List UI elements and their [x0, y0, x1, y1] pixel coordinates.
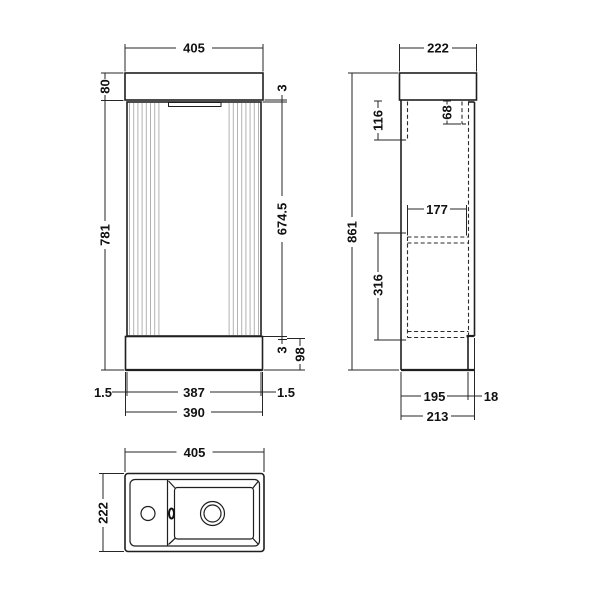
dim-side-overall-height: 861 — [344, 72, 399, 371]
front-door — [126, 101, 262, 337]
dim-plan-depth: 222 — [95, 473, 124, 552]
side-hidden-front-rail — [461, 101, 470, 336]
side-hidden-back-rail — [401, 101, 409, 141]
plan-waste-inner — [203, 504, 222, 523]
dim-side-back-rail-height: 116 — [370, 100, 406, 141]
dim-side-internal-height: 316 — [370, 232, 406, 341]
dim-front-carcass-width: 390 — [125, 372, 263, 420]
dim-front-door-height: 674.5 — [274, 102, 290, 337]
plan-basin-chamfers — [168, 480, 259, 545]
plan-view: 405 222 — [95, 444, 265, 553]
dim-label-front-bottom-gap: 3 — [275, 346, 290, 353]
dim-side-front-rail-height: 68 — [439, 100, 461, 125]
dim-label-plan-width: 405 — [184, 445, 206, 460]
dim-label-side-carcass-depth: 195 — [424, 389, 446, 404]
plan-overflow-slot — [168, 507, 175, 520]
plan-basin-rim — [129, 478, 261, 547]
dim-label-side-overall-height: 861 — [345, 221, 360, 243]
dim-front-bottom-gap: 3 — [262, 332, 290, 354]
side-countertop — [398, 72, 478, 101]
front-plinth — [124, 335, 264, 371]
dim-label-side-countertop-depth: 222 — [427, 41, 449, 56]
side-view: 222 116 68 177 — [344, 40, 498, 424]
dim-side-countertop-depth: 222 — [399, 40, 477, 72]
dim-front-countertop-height: 80 — [97, 72, 124, 101]
dim-label-plan-depth: 222 — [96, 502, 111, 524]
dim-label-front-left-gap: 1.5 — [94, 385, 112, 400]
dim-front-countertop-width: 405 — [124, 40, 264, 72]
plan-tap-hole — [140, 505, 156, 522]
dim-label-front-countertop-width: 405 — [183, 41, 205, 56]
side-hidden-shelf-cavity — [406, 236, 469, 339]
dim-plan-width: 405 — [124, 444, 265, 472]
dim-label-front-top-gap: 3 — [275, 84, 290, 91]
front-handle-recess — [168, 102, 222, 107]
front-view: 405 80 781 3 674.5 — [94, 40, 308, 420]
dim-label-front-plinth-height: 98 — [293, 347, 308, 361]
dim-label-front-door-width: 387 — [183, 385, 205, 400]
dim-label-side-internal-height: 316 — [371, 274, 386, 296]
dim-label-side-back-rail-height: 116 — [371, 110, 386, 131]
dim-side-internal-depth: 177 — [407, 201, 467, 236]
dim-side-carcass-depth: 195 18 — [400, 338, 498, 420]
dim-label-front-countertop-height: 80 — [98, 79, 113, 93]
front-door-fluting-left — [129, 103, 160, 335]
dim-front-body-height: 781 — [97, 100, 124, 371]
plan-waste-outer — [199, 500, 226, 527]
dim-side-overall-depth: 213 — [401, 408, 475, 424]
front-door-fluting-right — [228, 103, 259, 335]
dim-label-front-door-height: 674.5 — [275, 203, 290, 236]
plan-countertop — [124, 472, 265, 553]
dim-label-front-carcass-width: 390 — [183, 405, 205, 420]
dim-label-side-door-thickness: 18 — [484, 389, 498, 404]
dim-label-side-internal-depth: 177 — [426, 202, 448, 217]
dim-front-top-gap: 3 — [262, 84, 290, 106]
dim-label-side-overall-depth: 213 — [427, 409, 449, 424]
dim-label-front-body-height: 781 — [98, 224, 113, 246]
front-countertop — [124, 72, 264, 101]
dim-label-side-front-rail-height: 68 — [440, 105, 455, 119]
dim-label-front-right-gap: 1.5 — [277, 385, 295, 400]
dim-front-door-width: 1.5 387 1.5 — [94, 372, 295, 400]
dim-front-plinth-height: 98 — [264, 338, 308, 371]
